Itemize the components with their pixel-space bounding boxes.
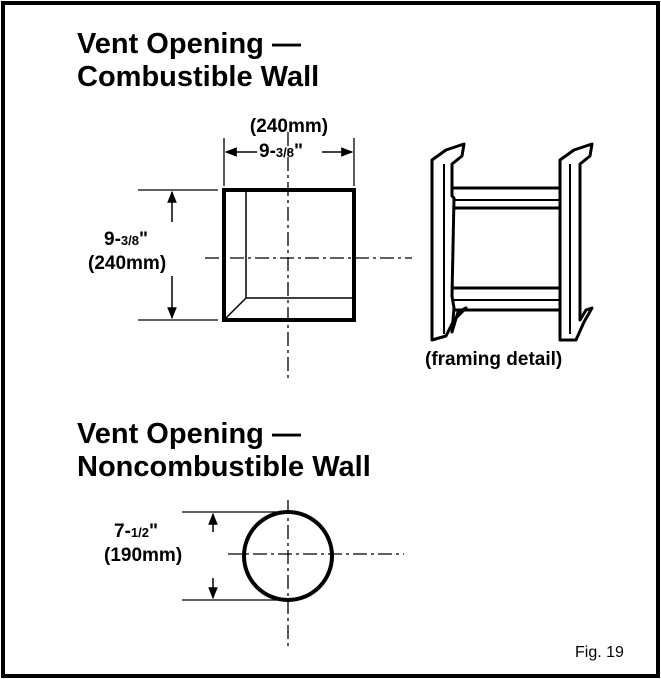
noncombustible-heading-line-1: Vent Opening — — [77, 418, 301, 450]
combustible-wall-heading: Vent Opening — Combustible Wall — [77, 28, 319, 94]
square-width-metric-label: (240mm) — [249, 116, 329, 137]
noncombustible-wall-heading: Vent Opening — Noncombustible Wall — [77, 418, 371, 484]
combustible-heading-line-2: Combustible Wall — [77, 61, 320, 93]
combustible-heading-line-1: Vent Opening — — [77, 28, 301, 60]
square-vent-opening — [138, 132, 412, 382]
round-outline — [242, 510, 334, 602]
framing-detail-drawing — [430, 142, 594, 342]
round-vent-opening — [182, 500, 404, 648]
round-diameter-metric-label: (190mm) — [104, 545, 183, 566]
framing-detail-caption: (framing detail) — [425, 349, 563, 370]
noncombustible-heading-line-2: Noncombustible Wall — [77, 451, 371, 483]
round-diameter-imperial-label: 7-1/2" — [114, 521, 158, 542]
square-height-metric-label: (240mm) — [88, 253, 169, 274]
square-height-imperial-label: 9-3/8" — [104, 229, 148, 250]
figure-number-label: Fig. 19 — [575, 644, 624, 661]
square-outline — [222, 188, 356, 322]
square-width-imperial-label: 9-3/8" — [259, 141, 303, 162]
